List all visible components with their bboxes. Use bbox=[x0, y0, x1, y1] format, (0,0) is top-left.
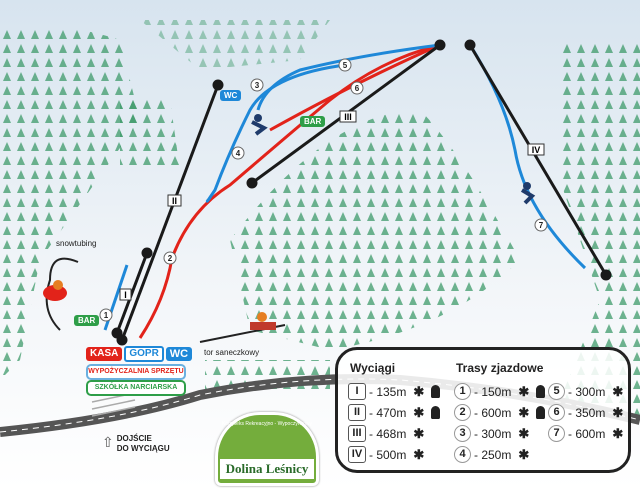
run-3 bbox=[205, 63, 346, 203]
snowmaking-icon: ✱ bbox=[518, 383, 530, 399]
legend-lift-row: I- 135m ✱ bbox=[348, 383, 441, 400]
run-badge: 7 bbox=[548, 425, 565, 442]
lighting-icon bbox=[431, 385, 441, 398]
lift-length: - 470m bbox=[369, 405, 407, 420]
access-label-2: DO WYCIĄGU bbox=[116, 444, 170, 453]
kasa-tag: KASA bbox=[86, 347, 123, 361]
lift-I bbox=[115, 252, 149, 334]
lift-badge: III bbox=[348, 425, 366, 442]
forest-right bbox=[560, 40, 640, 420]
skier-icon bbox=[520, 182, 536, 205]
wc-top-tag: WC bbox=[220, 90, 242, 101]
legend-run-row: 3- 300m ✱ bbox=[454, 425, 529, 442]
wc-tag: WC bbox=[165, 347, 193, 361]
run-length: - 350m bbox=[568, 405, 606, 420]
run-2 bbox=[138, 43, 441, 339]
snowmaking-icon: ✱ bbox=[518, 425, 530, 441]
legend-lift-row: IV- 500m ✱ bbox=[348, 446, 424, 463]
lighting-icon bbox=[536, 406, 546, 419]
forest-left bbox=[0, 26, 140, 381]
lift-length: - 135m bbox=[369, 384, 407, 399]
lighting-icon bbox=[536, 385, 546, 398]
run-label-3: 3 bbox=[255, 81, 260, 90]
facility-tags: KASA GOPR WC bbox=[86, 346, 193, 362]
lift-label-III: III bbox=[344, 112, 352, 122]
lift-label-IV: IV bbox=[532, 145, 541, 155]
gopr-tag: GOPR bbox=[124, 346, 164, 362]
run-length: - 300m bbox=[568, 384, 606, 399]
skier-icon bbox=[251, 114, 268, 136]
lift-length: - 468m bbox=[369, 426, 407, 441]
snowmaking-icon: ✱ bbox=[413, 383, 425, 399]
run-badge: 4 bbox=[454, 446, 471, 463]
run-label-6: 6 bbox=[355, 84, 360, 93]
run-badge: 3 bbox=[454, 425, 471, 442]
legend-run-row: 5- 300m ✱ bbox=[548, 383, 623, 400]
forest-top bbox=[140, 20, 330, 70]
lift-badge: IV bbox=[348, 446, 366, 463]
snowmaking-icon: ✱ bbox=[413, 446, 425, 462]
lift-label-II: II bbox=[172, 196, 177, 206]
run-label-5: 5 bbox=[343, 61, 348, 70]
lift-IV bbox=[468, 44, 608, 276]
snowtubing-track bbox=[45, 257, 79, 331]
snowmaking-icon: ✱ bbox=[518, 404, 530, 420]
lighting-icon bbox=[431, 406, 441, 419]
snowmaking-icon: ✱ bbox=[612, 404, 624, 420]
legend-run-row: 7- 600m ✱ bbox=[548, 425, 623, 442]
logo-name: Dolina Leśnicy bbox=[220, 459, 314, 479]
access-label-1: DOJŚCIE bbox=[116, 434, 152, 443]
run-badge: 2 bbox=[454, 404, 471, 421]
run-length: - 600m bbox=[568, 426, 606, 441]
bar-left-tag: BAR bbox=[74, 315, 100, 326]
rental-tag: WYPOŻYCZALNIA SPRZĘTU bbox=[86, 364, 186, 380]
legend-lift-row: II- 470m ✱ bbox=[348, 404, 441, 421]
legend-run-row: 4- 250m ✱ bbox=[454, 446, 529, 463]
run-length: - 250m bbox=[474, 447, 512, 462]
run-badge: 6 bbox=[548, 404, 565, 421]
legend-run-row: 6- 350m ✱ bbox=[548, 404, 623, 421]
snowmaking-icon: ✱ bbox=[612, 383, 624, 399]
tube-icon bbox=[43, 280, 67, 301]
legend: Wyciągi Trasy zjazdowe I- 135m ✱ II- 470m ✱… bbox=[335, 347, 631, 473]
lift-badge: I bbox=[348, 383, 366, 400]
snowmaking-icon: ✱ bbox=[612, 425, 624, 441]
run-label-2: 2 bbox=[168, 254, 173, 263]
run-label-4: 4 bbox=[236, 149, 241, 158]
snowmaking-icon: ✱ bbox=[518, 446, 530, 462]
logo: Kompleks Rekreacyjno - Wypoczynkowy Doli… bbox=[215, 412, 319, 486]
run-length: - 600m bbox=[474, 405, 512, 420]
snowmaking-icon: ✱ bbox=[413, 404, 425, 420]
lift-length: - 500m bbox=[369, 447, 407, 462]
legend-runs-title: Trasy zjazdowe bbox=[456, 361, 544, 375]
snowtubing-label: snowtubing bbox=[56, 239, 97, 248]
arrow-up-icon: ⇧ bbox=[102, 434, 114, 450]
lift-label-I: I bbox=[124, 290, 127, 300]
logo-subtitle: Kompleks Rekreacyjno - Wypoczynkowy bbox=[222, 421, 312, 427]
run-label-7: 7 bbox=[539, 221, 544, 230]
run-length: - 150m bbox=[474, 384, 512, 399]
lift-badge: II bbox=[348, 404, 366, 421]
sled-icon bbox=[250, 312, 276, 330]
run-label-1: 1 bbox=[104, 311, 109, 320]
bar-top-tag: BAR bbox=[300, 116, 326, 127]
run-badge: 1 bbox=[454, 383, 471, 400]
access-sign: ⇧ DOJŚCIE DO WYCIĄGU bbox=[102, 434, 170, 454]
ski-school-tag: SZKÓŁKA NARCIARSKA bbox=[86, 380, 186, 396]
forest-center bbox=[230, 110, 520, 350]
legend-lifts-title: Wyciągi bbox=[350, 361, 396, 375]
lift-II bbox=[120, 84, 220, 341]
legend-run-row: 2- 600m ✱ bbox=[454, 404, 546, 421]
sled-track-label: tor saneczkowy bbox=[204, 348, 260, 357]
legend-run-row: 1- 150m ✱ bbox=[454, 383, 546, 400]
forest-mid bbox=[120, 100, 180, 170]
snowmaking-icon: ✱ bbox=[413, 425, 425, 441]
run-badge: 5 bbox=[548, 383, 565, 400]
legend-lift-row: III- 468m ✱ bbox=[348, 425, 424, 442]
run-length: - 300m bbox=[474, 426, 512, 441]
